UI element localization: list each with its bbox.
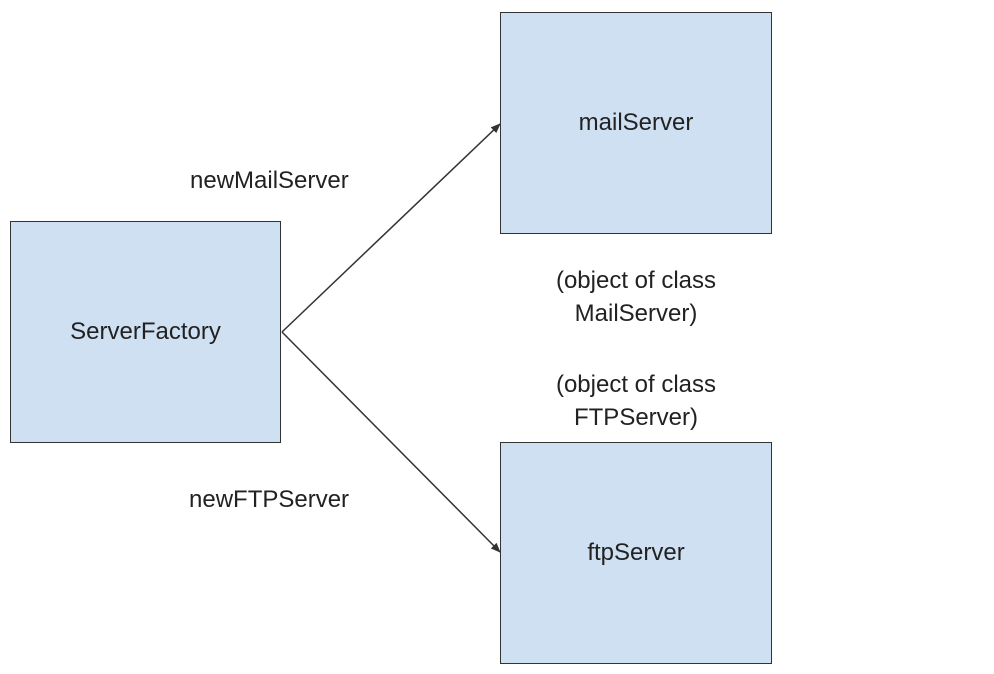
- arrow-factory-to-ftp: [281, 331, 501, 553]
- server-factory-node: ServerFactory: [10, 221, 281, 443]
- mail-server-node: mailServer: [500, 12, 772, 234]
- mail-server-class-note: (object of class MailServer): [516, 264, 756, 330]
- arrow-factory-to-mail: [281, 123, 501, 333]
- mail-note-line-2: MailServer): [574, 300, 698, 327]
- ftp-note-line-1: (object of class: [555, 371, 717, 398]
- server-factory-label: ServerFactory: [70, 318, 221, 345]
- ftp-server-class-note: (object of class FTPServer): [516, 368, 756, 434]
- ftp-server-label: ftpServer: [587, 539, 685, 566]
- mail-server-label: mailServer: [578, 109, 694, 136]
- ftp-note-line-2: FTPServer): [573, 404, 698, 431]
- ftp-server-node: ftpServer: [500, 442, 772, 664]
- edge-label-new-mail-server: newMailServer: [190, 167, 349, 194]
- mail-note-line-1: (object of class: [555, 267, 717, 294]
- edge-label-new-ftp-server: newFTPServer: [189, 486, 350, 513]
